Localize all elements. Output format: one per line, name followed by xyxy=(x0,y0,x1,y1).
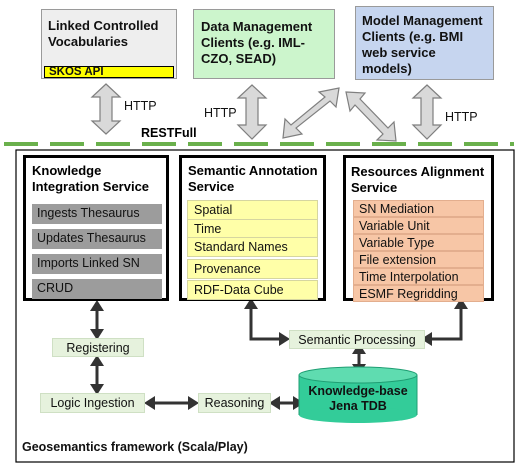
knowledge-integration-service: Knowledge Integration Service Ingests Th… xyxy=(23,155,169,301)
knowledge-item: CRUD xyxy=(32,279,162,299)
http-arrow-diagonal-left xyxy=(282,87,340,139)
framework-label: Geosemantics framework (Scala/Play) xyxy=(22,440,248,454)
semantic-annotation-service: Semantic Annotation Service Spatial Time… xyxy=(179,155,326,301)
knowledge-item: Ingests Thesaurus xyxy=(32,204,162,224)
semantic-service-title: Semantic Annotation Service xyxy=(188,163,318,194)
http-label-data: HTTP xyxy=(204,106,237,120)
knowledge-item: Updates Thesaurus xyxy=(32,229,162,249)
resources-item: ESMF Regridding xyxy=(353,285,484,302)
vocab-client-box: Linked Controlled Vocabularies SKOS API xyxy=(41,9,177,79)
http-arrow-vocab xyxy=(90,83,122,135)
vocab-client-title: Linked Controlled Vocabularies xyxy=(48,18,159,49)
http-arrow-diagonal-right xyxy=(345,91,397,142)
data-client-title: Data Management Clients (e.g. IML-CZO, S… xyxy=(201,19,313,66)
semantic-item: Time xyxy=(187,219,318,239)
knowledge-base-cylinder xyxy=(298,366,418,423)
data-management-client-box: Data Management Clients (e.g. IML-CZO, S… xyxy=(193,9,335,79)
logic-ingestion-box: Logic Ingestion xyxy=(40,393,145,413)
semantic-item: RDF-Data Cube xyxy=(187,280,318,300)
knowledge-base-line2: Jena TDB xyxy=(329,399,387,413)
reasoning-box: Reasoning xyxy=(198,393,271,413)
http-arrow-data xyxy=(236,84,268,140)
rest-label: RESTFull xyxy=(141,126,197,140)
model-management-client-box: Model Management Clients (e.g. BMI web s… xyxy=(355,6,494,80)
http-label-vocab: HTTP xyxy=(124,99,157,113)
resources-item: Variable Unit xyxy=(353,217,484,234)
semantic-item: Spatial xyxy=(187,200,318,220)
model-client-title: Model Management Clients (e.g. BMI web s… xyxy=(362,13,483,76)
semantic-item: Provenance xyxy=(187,259,318,279)
semantic-processing-box: Semantic Processing xyxy=(289,330,425,349)
knowledge-item: Imports Linked SN xyxy=(32,254,162,274)
knowledge-base-line1: Knowledge-base xyxy=(308,384,408,398)
http-label-model: HTTP xyxy=(445,110,478,124)
resources-item: Time Interpolation xyxy=(353,268,484,285)
knowledge-base-label: Knowledge-base Jena TDB xyxy=(299,384,417,414)
registering-box: Registering xyxy=(52,338,144,357)
knowledge-service-title: Knowledge Integration Service xyxy=(32,163,150,194)
http-arrow-model xyxy=(411,84,443,140)
resources-service-title: Resources Alignment Service xyxy=(351,164,485,195)
framework-border xyxy=(15,149,515,463)
skos-api-bar: SKOS API xyxy=(44,66,174,78)
resources-item: Variable Type xyxy=(353,234,484,251)
resources-item: File extension xyxy=(353,251,484,268)
semantic-item: Standard Names xyxy=(187,237,318,257)
resources-item: SN Mediation xyxy=(353,200,484,217)
resources-alignment-service: Resources Alignment Service SN Mediation… xyxy=(343,155,494,302)
